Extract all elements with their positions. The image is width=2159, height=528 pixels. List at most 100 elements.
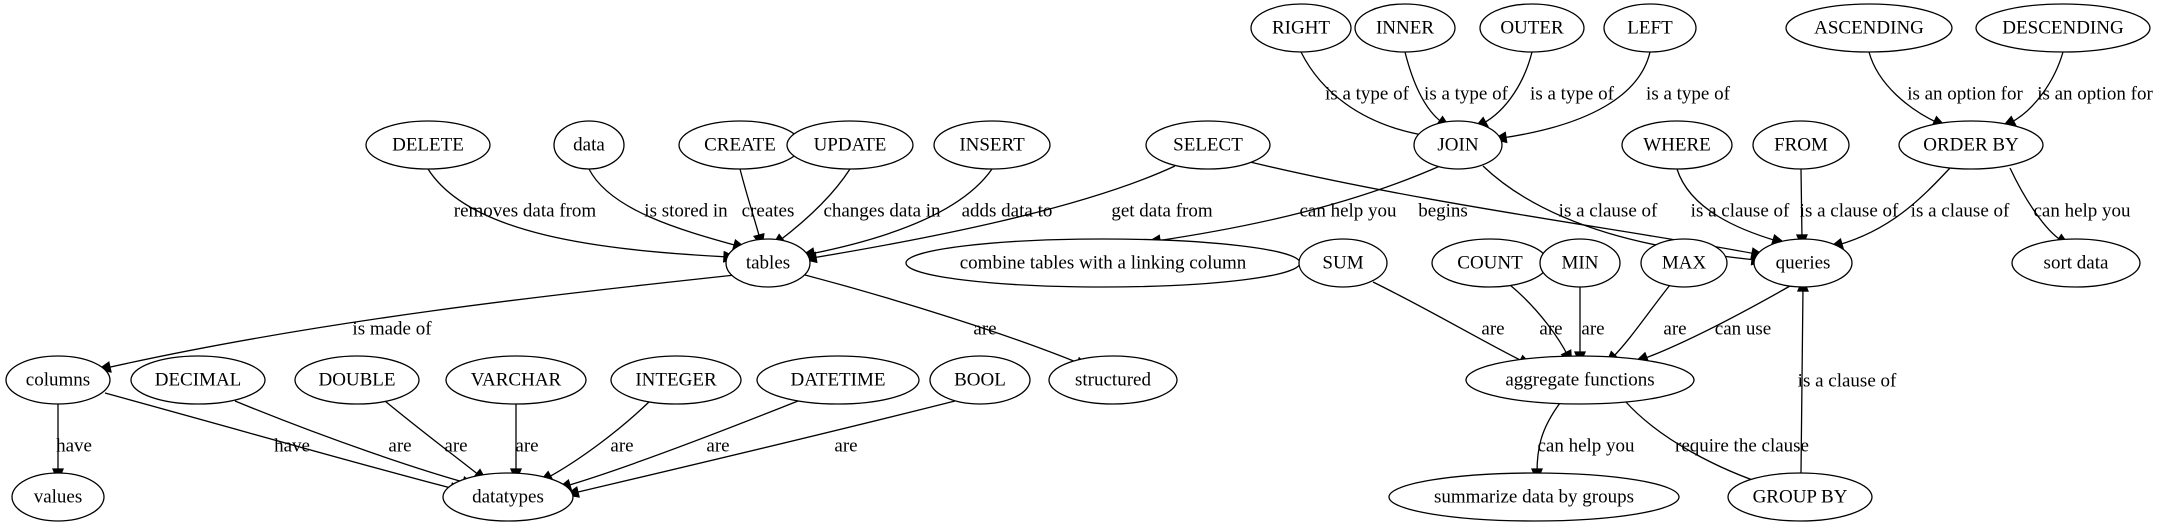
node-label: DECIMAL bbox=[155, 369, 242, 390]
node-queries: queries bbox=[1753, 238, 1853, 288]
edge-queries-to-aggregate: can use bbox=[1633, 285, 1791, 363]
node-ellipse bbox=[1753, 238, 1853, 288]
edge-line bbox=[809, 168, 993, 255]
edge-label: is a clause of bbox=[1911, 200, 2010, 221]
node-ellipse bbox=[294, 355, 420, 405]
node-sortdata: sort data bbox=[2011, 238, 2141, 288]
edge-groupby-to-queries: is a clause of bbox=[1796, 277, 1897, 474]
edge-label: changes data in bbox=[823, 200, 941, 221]
node-label: WHERE bbox=[1643, 134, 1711, 155]
node-join: JOIN bbox=[1413, 120, 1503, 170]
node-ellipse bbox=[1603, 3, 1697, 53]
node-label: RIGHT bbox=[1272, 17, 1330, 38]
edge-label: begins bbox=[1418, 200, 1468, 221]
edge-label: is an option for bbox=[1907, 83, 2023, 104]
edge-varchar-to-datatypes: are bbox=[510, 404, 539, 483]
edge-line bbox=[1837, 167, 1951, 246]
edge-line bbox=[1509, 284, 1569, 357]
node-summarize: summarize data by groups bbox=[1388, 472, 1680, 522]
node-bool: BOOL bbox=[929, 355, 1031, 405]
node-label: DELETE bbox=[392, 134, 464, 155]
node-datetime: DATETIME bbox=[756, 355, 920, 405]
node-label: MIN bbox=[1562, 252, 1599, 273]
edge-line bbox=[1868, 51, 1939, 124]
edge-line bbox=[565, 400, 799, 487]
edge-label: are bbox=[1581, 318, 1604, 339]
node-outer: OUTER bbox=[1479, 3, 1585, 53]
node-ellipse bbox=[1539, 238, 1621, 288]
node-label: COUNT bbox=[1457, 252, 1523, 273]
node-tables: tables bbox=[725, 238, 811, 288]
edge-line bbox=[2009, 167, 2063, 242]
edge-label: can help you bbox=[1537, 435, 1635, 456]
edge-label: is stored in bbox=[644, 200, 728, 221]
node-label: INNER bbox=[1376, 17, 1434, 38]
edge-label: can help you bbox=[2033, 200, 2131, 221]
edge-line bbox=[384, 400, 481, 477]
edge-line bbox=[1501, 51, 1651, 139]
node-aggregate: aggregate functions bbox=[1465, 355, 1695, 405]
node-label: JOIN bbox=[1437, 134, 1478, 155]
edge-line bbox=[1642, 285, 1791, 360]
edge-label: are bbox=[834, 435, 857, 456]
edge-label: are bbox=[444, 435, 467, 456]
edge-line bbox=[739, 168, 761, 240]
node-ellipse bbox=[130, 355, 266, 405]
node-datatypes: datatypes bbox=[442, 472, 574, 522]
edge-join-to-combine: can help you bbox=[1146, 165, 1441, 247]
node-left: LEFT bbox=[1603, 3, 1697, 53]
node-ellipse bbox=[1145, 120, 1271, 170]
edge-line bbox=[2009, 51, 2064, 124]
node-min: MIN bbox=[1539, 238, 1621, 288]
edge-line bbox=[1404, 51, 1444, 124]
node-ellipse bbox=[725, 238, 811, 288]
edge-label: is made of bbox=[352, 318, 432, 339]
node-label: FROM bbox=[1774, 134, 1828, 155]
node-ellipse bbox=[1640, 238, 1728, 288]
node-ellipse bbox=[1479, 3, 1585, 53]
node-columns: columns bbox=[5, 355, 111, 405]
edge-line bbox=[573, 400, 956, 494]
edge-line bbox=[1155, 165, 1441, 242]
node-label: MAX bbox=[1662, 252, 1707, 273]
edge-label: is a type of bbox=[1530, 83, 1615, 104]
edge-label: require the clause bbox=[1675, 435, 1809, 456]
node-ellipse bbox=[2011, 238, 2141, 288]
edge-label: adds data to bbox=[962, 200, 1053, 221]
node-label: SELECT bbox=[1173, 134, 1243, 155]
edge-line bbox=[804, 274, 1082, 365]
node-max: MAX bbox=[1640, 238, 1728, 288]
edge-tables-to-structured: are bbox=[804, 274, 1090, 368]
edge-data-to-tables: is stored in bbox=[588, 168, 748, 251]
edge-integer-to-datatypes: are bbox=[538, 400, 651, 483]
node-ellipse bbox=[610, 355, 742, 405]
node-label: DESCENDING bbox=[2002, 17, 2124, 38]
node-label: data bbox=[573, 134, 605, 155]
node-structured: structured bbox=[1048, 355, 1178, 405]
edge-label: is a clause of bbox=[1800, 200, 1899, 221]
edge-line bbox=[1536, 402, 1561, 474]
node-ellipse bbox=[442, 472, 574, 522]
edge-min-to-aggregate: are bbox=[1574, 287, 1605, 366]
edge-aggregate-to-summarize: can help you bbox=[1531, 402, 1635, 483]
node-label: UPDATE bbox=[814, 134, 887, 155]
edge-line bbox=[811, 165, 1176, 259]
node-label: columns bbox=[26, 369, 90, 390]
node-label: datatypes bbox=[472, 486, 544, 507]
node-label: OUTER bbox=[1500, 17, 1564, 38]
node-ellipse bbox=[1354, 3, 1456, 53]
edge-label: is a clause of bbox=[1798, 370, 1897, 391]
node-ellipse bbox=[553, 120, 625, 170]
edge-label: are bbox=[973, 318, 996, 339]
edge-orderby-to-queries: is a clause of bbox=[1828, 167, 2010, 250]
node-orderby: ORDER BY bbox=[1898, 120, 2044, 170]
edge-label: is a type of bbox=[1325, 83, 1410, 104]
edge-label: is an option for bbox=[2037, 83, 2153, 104]
edge-label: are bbox=[388, 435, 411, 456]
edge-max-to-aggregate: are bbox=[1605, 284, 1687, 365]
edge-line bbox=[1300, 51, 1429, 137]
node-label: INTEGER bbox=[635, 369, 717, 390]
node-values: values bbox=[11, 472, 105, 522]
node-label: queries bbox=[1776, 252, 1831, 273]
node-inner: INNER bbox=[1354, 3, 1456, 53]
